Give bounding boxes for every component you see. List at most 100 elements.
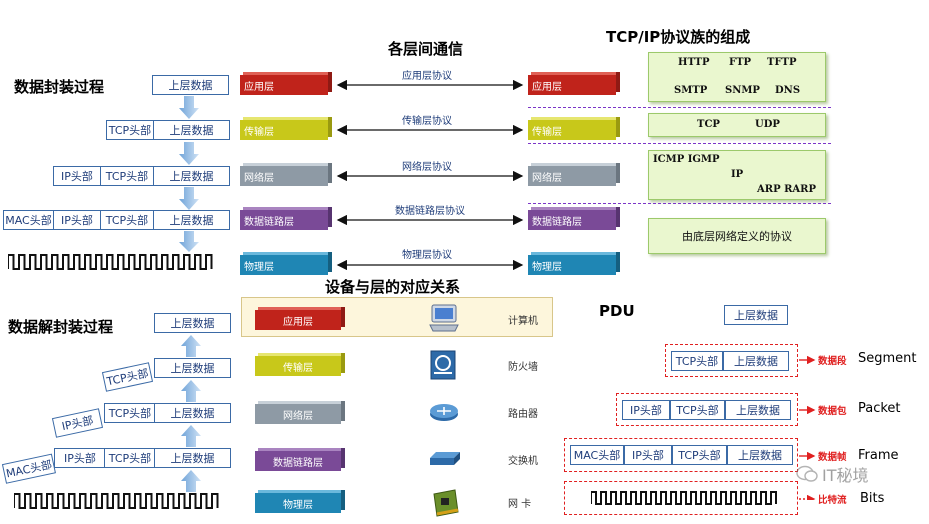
encap-upper-data-3: 上层数据 xyxy=(153,166,230,186)
device-layer-physical: 物理层 xyxy=(255,493,341,513)
decap-title: 数据解封装过程 xyxy=(8,318,114,336)
right-layer-transport: 传输层 xyxy=(528,117,620,141)
left-layer-physical: 物理层 xyxy=(240,252,332,276)
layer-separator-2 xyxy=(528,143,831,144)
encap-ip-header-2: IP头部 xyxy=(53,210,101,230)
decap-upper-data-2: 上层数据 xyxy=(154,358,231,378)
encap-down-arrow-4 xyxy=(179,231,199,252)
proto-snmp: SNMP xyxy=(725,85,760,96)
pdu-title: PDU xyxy=(599,302,635,320)
pdu-label-frame-en: Frame xyxy=(858,448,899,463)
encap-down-arrow-1 xyxy=(179,96,199,119)
encap-upper-data-1: 上层数据 xyxy=(152,75,229,95)
decap-upper-data-3: 上层数据 xyxy=(154,403,231,423)
proto-tftp: TFTP xyxy=(767,57,797,68)
device-row-switch: 数据链路层 交换机 xyxy=(241,440,553,478)
device-label-computer: 计算机 xyxy=(508,316,538,327)
firewall-icon xyxy=(430,350,456,380)
decap-tcp-header-3: TCP头部 xyxy=(104,448,156,468)
left-layer-link: 数据链路层 xyxy=(240,207,332,231)
mapping-title: 设备与层的对应关系 xyxy=(325,278,461,296)
left-layer-network: 网络层 xyxy=(240,163,332,187)
pdu-frame-group: MAC头部 IP头部 TCP头部 上层数据 xyxy=(564,438,798,472)
proto-dns: DNS xyxy=(775,85,801,96)
device-label-switch: 交换机 xyxy=(508,456,538,467)
device-label-firewall: 防火墙 xyxy=(508,362,538,373)
tcpip-title: TCP/IP协议族的组成 xyxy=(606,28,751,46)
pdu-bits-group xyxy=(564,481,798,515)
left-layer-app: 应用层 xyxy=(240,72,332,96)
pdu-packet-ip: IP头部 xyxy=(622,400,670,420)
device-row-router: 网络层 路由器 xyxy=(241,393,553,431)
pdu-packet-upper: 上层数据 xyxy=(725,400,791,420)
device-row-firewall: 传输层 防火墙 xyxy=(241,345,553,383)
device-layer-app: 应用层 xyxy=(255,310,341,330)
pdu-packet-tcp: TCP头部 xyxy=(670,400,725,420)
right-layer-link: 数据链路层 xyxy=(528,207,620,231)
decap-up-arrow-2 xyxy=(181,380,201,402)
proto-http: HTTP xyxy=(678,57,710,68)
proto-ip: IP xyxy=(731,169,744,180)
right-layer-physical: 物理层 xyxy=(528,252,620,276)
proto-arp-rarp: ARP RARP xyxy=(757,184,816,195)
decap-tcp-header-1: TCP头部 xyxy=(101,362,154,392)
protocol-label-physical: 物理层协议 xyxy=(402,250,452,261)
tcpip-app-panel: HTTP FTP TFTP SMTP SNMP DNS xyxy=(648,52,826,102)
encap-tcp-header-2: TCP头部 xyxy=(100,166,154,186)
tcpip-transport-panel: TCP UDP xyxy=(648,113,826,137)
proto-smtp: SMTP xyxy=(674,85,708,96)
pdu-bitstream-wave xyxy=(591,491,777,505)
computer-icon xyxy=(429,304,459,332)
proto-tcp: TCP xyxy=(697,119,720,130)
decap-upper-data-1: 上层数据 xyxy=(154,313,231,333)
protocol-label-network: 网络层协议 xyxy=(402,162,452,173)
encap-down-arrow-2 xyxy=(179,142,199,165)
encap-down-arrow-3 xyxy=(179,187,199,210)
proto-udp: UDP xyxy=(755,119,780,130)
pdu-frame-upper: 上层数据 xyxy=(727,445,793,465)
tcpip-link-panel: 由底层网络定义的协议 xyxy=(648,218,826,254)
decap-mac-header: MAC头部 xyxy=(1,453,56,484)
pdu-segment-group: TCP头部 上层数据 xyxy=(665,344,798,377)
decap-up-arrow-1 xyxy=(181,335,201,357)
protocol-arrows xyxy=(336,79,524,271)
encap-ip-header-1: IP头部 xyxy=(53,166,101,186)
device-label-router: 路由器 xyxy=(508,409,538,420)
pdu-label-bits-en: Bits xyxy=(860,491,885,506)
pdu-upper-data: 上层数据 xyxy=(724,305,788,325)
decap-up-arrow-3 xyxy=(181,425,201,447)
pdu-label-segment-cn: 数据段 xyxy=(818,356,847,367)
encap-mac-header: MAC头部 xyxy=(3,210,54,230)
switch-icon xyxy=(430,452,460,465)
pdu-label-segment-en: Segment xyxy=(858,351,917,366)
right-layer-app: 应用层 xyxy=(528,72,620,96)
watermark-text: IT秘境 xyxy=(822,466,869,485)
pdu-label-frame-cn: 数据帧 xyxy=(818,452,847,463)
pdu-frame-ip: IP头部 xyxy=(624,445,672,465)
device-row-nic: 物理层 网 卡 xyxy=(241,486,553,524)
encap-bitstream-wave xyxy=(8,254,213,270)
decap-bitstream-wave xyxy=(14,493,219,509)
device-label-nic: 网 卡 xyxy=(508,499,532,510)
right-layer-network: 网络层 xyxy=(528,163,620,187)
wechat-icon xyxy=(796,465,818,482)
pdu-segment-tcp: TCP头部 xyxy=(671,351,723,371)
encap-tcp-header-3: TCP头部 xyxy=(100,210,154,230)
encap-upper-data-4: 上层数据 xyxy=(153,210,230,230)
tcpip-network-panel: ICMP IGMP IP ARP RARP xyxy=(648,150,826,200)
device-layer-transport: 传输层 xyxy=(255,356,341,376)
pdu-label-bits-cn: 比特流 xyxy=(818,495,847,506)
decap-upper-data-4: 上层数据 xyxy=(154,448,231,468)
pdu-packet-group: IP头部 TCP头部 上层数据 xyxy=(616,393,798,426)
device-layer-link: 数据链路层 xyxy=(255,451,341,471)
watermark: IT秘境 xyxy=(796,462,869,486)
decap-ip-header-1: IP头部 xyxy=(51,408,104,438)
decap-tcp-header-2: TCP头部 xyxy=(104,403,156,423)
left-layer-transport: 传输层 xyxy=(240,117,332,141)
layer-separator-3 xyxy=(528,203,831,204)
pdu-red-arrows xyxy=(799,355,816,500)
pdu-segment-upper: 上层数据 xyxy=(723,351,789,371)
pdu-frame-tcp: TCP头部 xyxy=(672,445,727,465)
pdu-label-packet-en: Packet xyxy=(858,401,901,416)
device-layer-network: 网络层 xyxy=(255,404,341,424)
